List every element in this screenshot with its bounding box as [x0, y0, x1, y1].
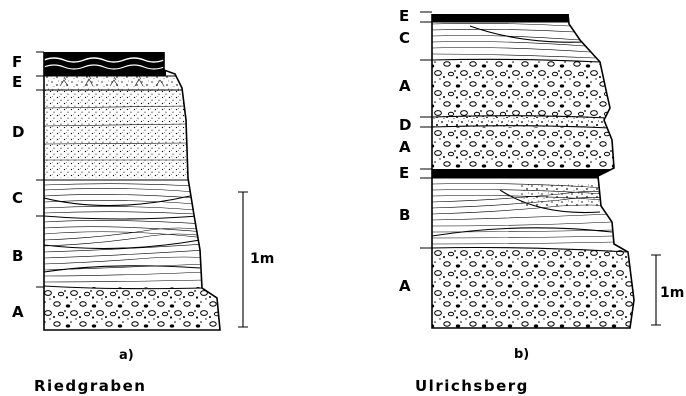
- left-layer-f-dark: [44, 52, 166, 76]
- right-label-a-upper: A: [399, 77, 411, 95]
- right-layer-labels: E C A D A E B A: [399, 7, 432, 295]
- left-layer-a-gravel: [44, 287, 224, 330]
- left-column: [44, 52, 224, 330]
- right-layer-a-upper-gravel: [432, 60, 612, 117]
- left-scale-bar: 1m: [238, 192, 274, 327]
- left-label-a: A: [12, 303, 24, 321]
- right-label-b: B: [399, 206, 410, 224]
- left-scale-label: 1m: [250, 251, 274, 267]
- left-label-b: B: [12, 247, 23, 265]
- right-label-a-lower: A: [399, 277, 411, 295]
- left-layer-c-crossbeds: [44, 184, 195, 214]
- left-label-f: F: [12, 53, 22, 71]
- right-label-d: D: [399, 116, 411, 134]
- left-layer-b-crossbeds: [44, 220, 205, 282]
- right-layer-a-lower-gravel: [432, 248, 637, 330]
- right-layer-e-middle-dark: [432, 169, 622, 178]
- right-scale-bar: 1m: [651, 255, 684, 325]
- right-layer-c-crossbeds: [432, 23, 595, 58]
- left-site-name: Riedgraben: [34, 377, 146, 395]
- right-layer-e-top-dark: [432, 12, 572, 22]
- right-layer-a-middle-gravel: [432, 127, 622, 169]
- left-layer-d-fine: [44, 90, 194, 178]
- right-site-name: Ulrichsberg: [415, 377, 529, 395]
- right-caption: b): [514, 347, 529, 362]
- left-label-d: D: [12, 123, 24, 141]
- right-label-c: C: [399, 29, 410, 47]
- right-label-e-top: E: [399, 7, 409, 25]
- left-label-e: E: [12, 73, 22, 91]
- left-layer-labels: F E D C B A: [12, 52, 44, 321]
- left-caption: a): [119, 348, 134, 363]
- left-label-c: C: [12, 189, 23, 207]
- right-label-e-middle: E: [399, 164, 409, 182]
- right-label-a-middle: A: [399, 138, 411, 156]
- right-scale-label: 1m: [660, 285, 684, 301]
